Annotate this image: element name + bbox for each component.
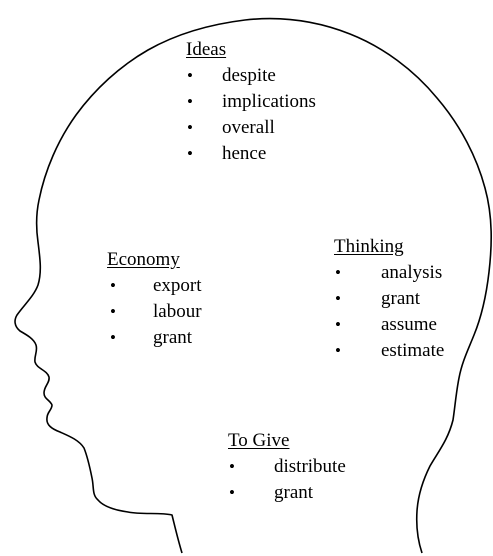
- bullet-icon: •: [229, 457, 235, 476]
- word-label: overall: [222, 117, 275, 138]
- word-label: labour: [153, 301, 202, 322]
- word-label: assume: [381, 314, 437, 335]
- word-label: grant: [274, 482, 314, 503]
- bullet-icon: •: [110, 302, 116, 321]
- list-item: • distribute: [228, 454, 346, 480]
- bullet-icon: •: [335, 315, 341, 334]
- group-ideas: Ideas • despite • implications • overall…: [186, 37, 316, 167]
- bullet-icon: •: [229, 483, 235, 502]
- group-economy: Economy • export • labour • grant: [107, 247, 202, 351]
- list-item: • hence: [186, 141, 266, 167]
- word-label: despite: [222, 65, 276, 86]
- word-label: grant: [153, 327, 193, 348]
- word-label: estimate: [381, 340, 445, 361]
- list-item: • labour: [107, 299, 202, 325]
- bullet-icon: •: [187, 92, 193, 111]
- heading-to-give: To Give: [228, 430, 290, 451]
- word-label: hence: [222, 143, 267, 164]
- list-item: • overall: [186, 115, 275, 141]
- heading-economy: Economy: [107, 249, 180, 270]
- bullet-icon: •: [110, 328, 116, 347]
- list-item: • estimate: [334, 338, 444, 364]
- word-label: distribute: [274, 456, 346, 477]
- list-economy: • export • labour • grant: [107, 273, 202, 351]
- list-item: • export: [107, 273, 202, 299]
- list-item: • grant: [228, 480, 313, 506]
- list-item: • implications: [186, 89, 316, 115]
- group-thinking: Thinking • analysis • grant • assume • e…: [334, 234, 444, 364]
- list-ideas: • despite • implications • overall • hen…: [186, 63, 316, 167]
- list-item: • grant: [334, 286, 420, 312]
- list-item: • analysis: [334, 260, 442, 286]
- heading-thinking: Thinking: [334, 236, 404, 257]
- bullet-icon: •: [187, 66, 193, 85]
- word-label: analysis: [381, 262, 443, 283]
- group-to-give: To Give • distribute • grant: [228, 428, 346, 506]
- list-thinking: • analysis • grant • assume • estimate: [334, 260, 444, 364]
- list-item: • grant: [107, 325, 192, 351]
- word-label: export: [153, 275, 202, 296]
- bullet-icon: •: [335, 341, 341, 360]
- heading-ideas: Ideas: [186, 39, 227, 60]
- bullet-icon: •: [335, 263, 341, 282]
- bullet-icon: •: [110, 276, 116, 295]
- bullet-icon: •: [187, 118, 193, 137]
- bullet-icon: •: [335, 289, 341, 308]
- list-item: • despite: [186, 63, 276, 89]
- list-item: • assume: [334, 312, 437, 338]
- list-to-give: • distribute • grant: [228, 454, 346, 506]
- word-label: implications: [222, 91, 316, 112]
- word-label: grant: [381, 288, 421, 309]
- bullet-icon: •: [187, 144, 193, 163]
